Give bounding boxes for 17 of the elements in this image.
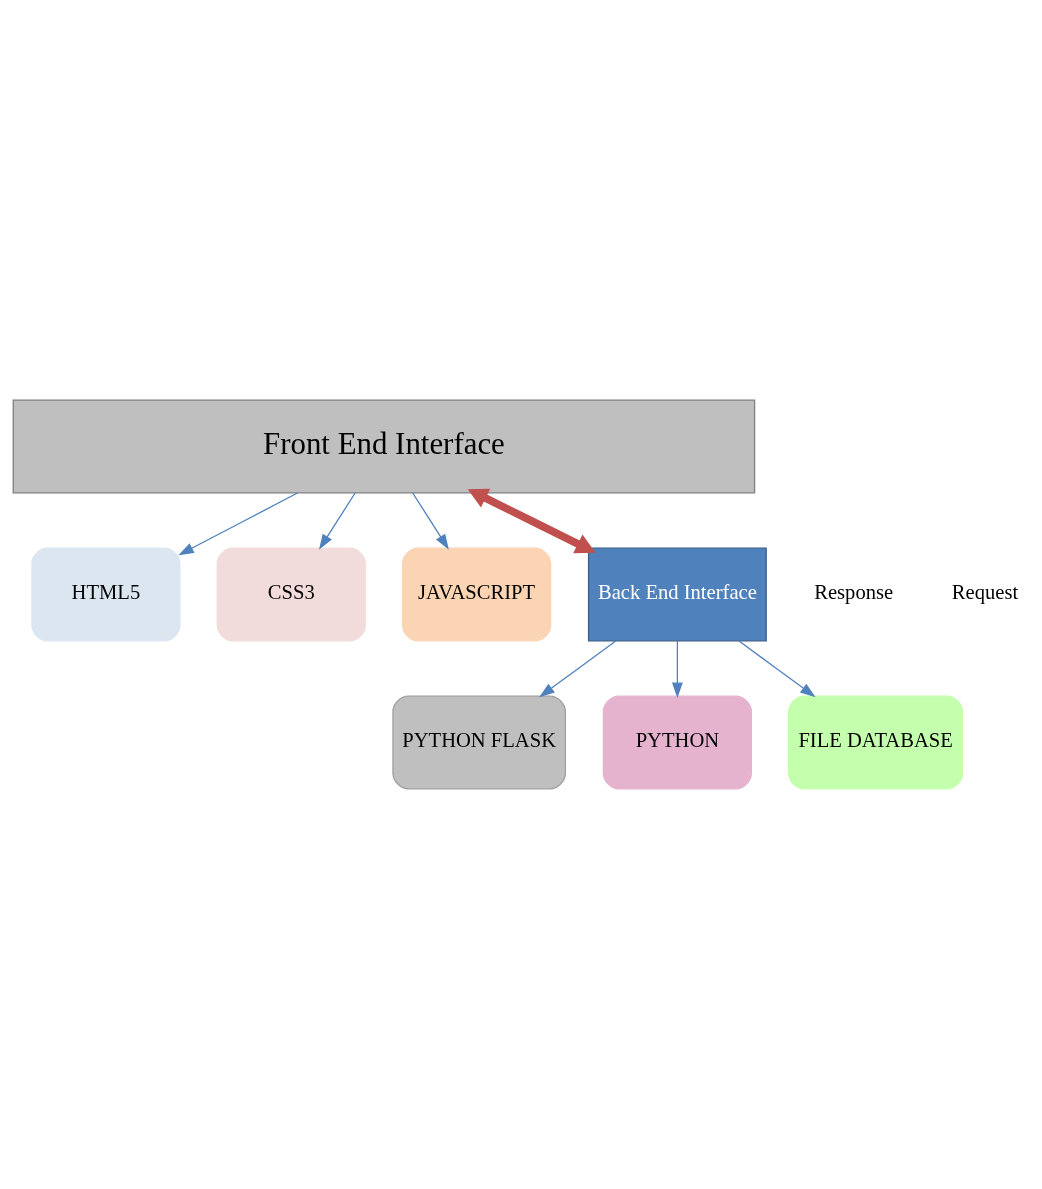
node-box: Front End Interface [12, 399, 756, 494]
node-box: FILE DATABASE [788, 695, 964, 790]
label: Response [814, 581, 894, 604]
node-box: HTML5 [31, 547, 181, 642]
node-box: CSS3 [216, 547, 366, 642]
label: Request [951, 581, 1019, 604]
arrow [671, 640, 683, 698]
arrow [467, 488, 596, 554]
arrow [178, 492, 299, 556]
arrow [319, 492, 356, 550]
node-box: JAVASCRIPT [401, 547, 552, 642]
node-box: Back End Interface [587, 547, 767, 642]
node-box: PYTHON FLASK [392, 695, 567, 790]
arrow [412, 492, 449, 550]
arrow [738, 640, 816, 698]
node-box: PYTHON [602, 695, 753, 790]
arrow [539, 640, 617, 698]
